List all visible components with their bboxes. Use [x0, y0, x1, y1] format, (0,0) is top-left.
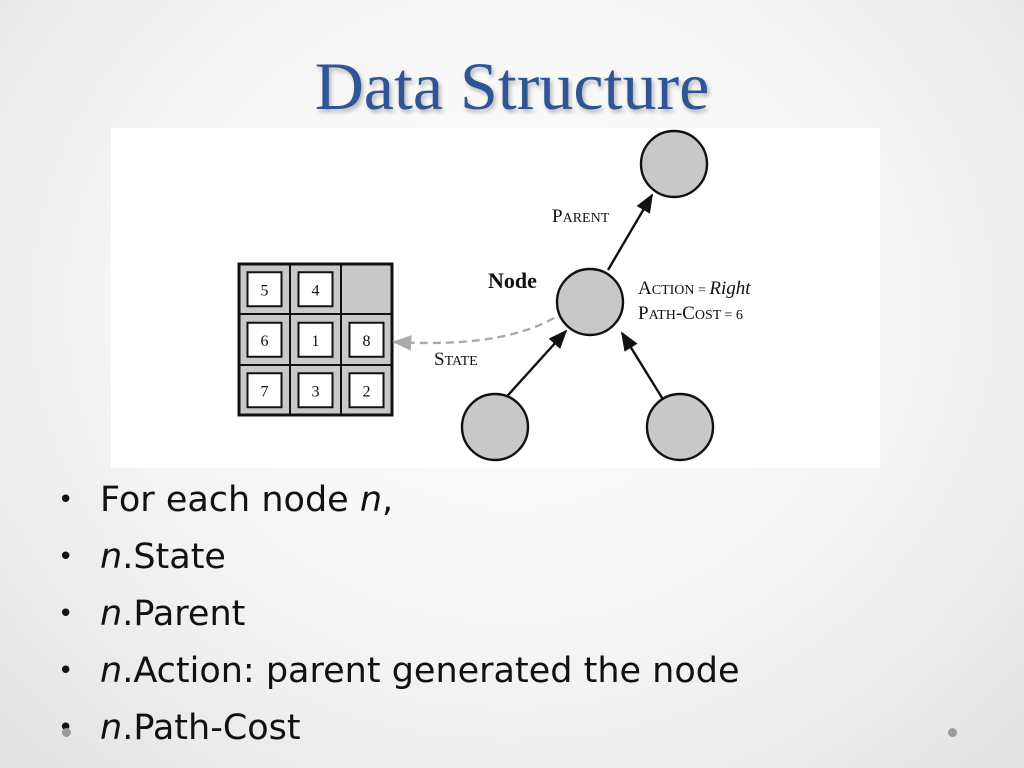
bullet-item: •n.State: [58, 537, 226, 577]
puzzle-tile-number: 8: [363, 333, 371, 350]
child-right-arrow: [620, 331, 666, 402]
node-label: Node: [488, 268, 537, 293]
puzzle-tile-number: 6: [261, 333, 269, 350]
puzzle-tile: [246, 271, 283, 308]
search-node-diagram: 5 4 6 1 8 7 3 2 PARENT Node ACTION = Right PATH…: [111, 128, 880, 468]
puzzle-tile: [297, 271, 334, 308]
bullet-item: •n.Action: parent generated the node: [58, 651, 740, 691]
parent-node: [639, 129, 709, 199]
puzzle-tile: [246, 372, 283, 409]
action-label: ACTION = Right: [638, 278, 751, 299]
current-node: [555, 267, 625, 337]
decorative-dot-right: [948, 728, 957, 737]
puzzle-tile-number: 3: [312, 383, 320, 400]
puzzle-tile: [246, 321, 283, 358]
slide-title: Data Structure: [314, 48, 710, 124]
bullet-item: •n.Path-Cost: [58, 708, 301, 748]
puzzle-tile-number: 1: [312, 333, 320, 350]
path-cost-label: PATH-COST = 6: [638, 303, 743, 324]
bullet-list: •For each node n, •n.State •n.Parent •n.…: [58, 472, 958, 757]
state-label: STATE: [434, 349, 478, 370]
decorative-dot-left: [62, 728, 71, 737]
puzzle-tile: [297, 321, 334, 358]
puzzle-blank-cell: [344, 267, 389, 312]
state-arrow: [392, 316, 555, 351]
puzzle-tile-number: 7: [261, 383, 269, 400]
parent-label: PARENT: [552, 206, 610, 227]
bullet-item: •For each node n,: [58, 480, 394, 520]
puzzle-state-grid: 5 4 6 1 8 7 3 2: [237, 262, 394, 417]
child-node-right: [645, 392, 715, 462]
puzzle-tile: [348, 372, 385, 409]
puzzle-tile-number: 2: [363, 383, 371, 400]
parent-arrow: [606, 193, 654, 271]
puzzle-tile-number: 4: [312, 282, 320, 299]
bullet-item: •n.Parent: [58, 594, 246, 634]
child-node-left: [460, 392, 530, 462]
puzzle-tile-number: 5: [261, 282, 269, 299]
puzzle-tile: [297, 372, 334, 409]
puzzle-tile: [348, 321, 385, 358]
child-left-arrow: [499, 329, 568, 405]
